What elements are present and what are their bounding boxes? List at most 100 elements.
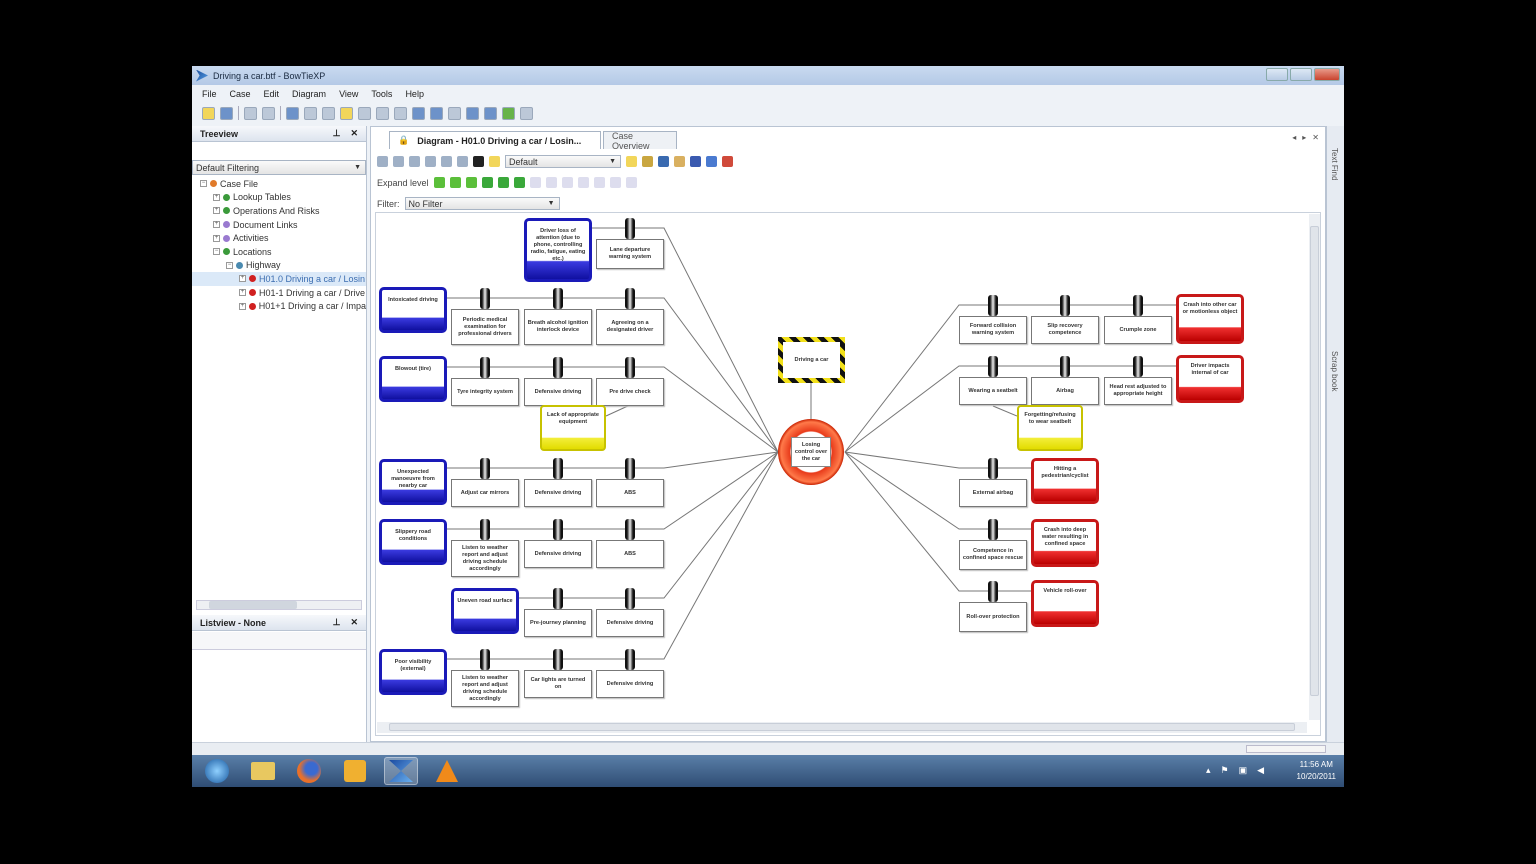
close-button[interactable] (1314, 68, 1340, 81)
menu-help[interactable]: Help (405, 89, 424, 99)
barrier-node[interactable]: Car lights are turned on (524, 670, 592, 698)
zoom-fit-icon[interactable] (409, 156, 420, 167)
expand-level-2-icon[interactable] (449, 177, 461, 188)
diagram-view-icon[interactable] (412, 106, 425, 120)
outlook-taskbar-icon[interactable] (338, 757, 372, 785)
menu-file[interactable]: File (202, 89, 217, 99)
escalation-factor-node[interactable]: Lack of appropriate equipment (540, 405, 606, 451)
bowtie-icon[interactable] (473, 156, 484, 167)
barrier-node[interactable]: ABS (596, 479, 664, 507)
clipboard-icon[interactable] (674, 156, 685, 167)
vlc-taskbar-icon[interactable] (430, 757, 464, 785)
tab-scroll-left-icon[interactable]: ◂ (1292, 133, 1297, 142)
zoom-100-icon[interactable] (441, 156, 452, 167)
arrow-up-icon[interactable] (561, 177, 573, 188)
barrier-node[interactable]: Listen to weather report and adjust driv… (451, 540, 519, 577)
tab-diagram[interactable]: 🔒Diagram - H01.0 Driving a car / Losin..… (389, 131, 601, 149)
barrier-node[interactable]: Breath alcohol ignition interlock device (524, 309, 592, 345)
threat-node[interactable]: Driver loss of attention (due to phone, … (524, 218, 592, 282)
tree-item[interactable]: −Case File (192, 177, 366, 191)
tree-icon[interactable] (502, 106, 515, 120)
barrier-node[interactable]: Crumple zone (1104, 316, 1172, 344)
comment-icon[interactable] (489, 156, 500, 167)
menu-edit[interactable]: Edit (263, 89, 280, 99)
expand-level-4-icon[interactable] (481, 177, 493, 188)
forward-icon[interactable] (322, 106, 335, 120)
escalation-factor-node[interactable]: Forgetting/refusing to wear seatbelt (1017, 405, 1083, 451)
print-icon[interactable] (448, 106, 461, 120)
barrier-node[interactable]: Periodic medical examination for profess… (451, 309, 519, 345)
barrier-node[interactable]: Competence in confined space rescue (959, 540, 1027, 570)
save-icon[interactable] (220, 106, 233, 120)
zoom-out-icon[interactable] (393, 156, 404, 167)
expand-icon[interactable]: + (239, 289, 246, 297)
start-button[interactable] (200, 757, 234, 785)
redo-icon[interactable] (262, 106, 275, 120)
barrier-node[interactable]: Head rest adjusted to appropriate height (1104, 377, 1172, 405)
expand-level-5-icon[interactable] (497, 177, 509, 188)
menu-diagram[interactable]: Diagram (292, 89, 327, 99)
barrier-node[interactable]: Defensive driving (524, 540, 592, 568)
consequence-node[interactable]: Vehicle roll-over (1031, 580, 1099, 627)
barrier-node[interactable]: Wearing a seatbelt (959, 377, 1027, 405)
pin-icon[interactable]: ⊥ (332, 617, 341, 627)
barrier-node[interactable]: Forward collision warning system (959, 316, 1027, 344)
paste-icon[interactable] (376, 106, 389, 120)
barrier-node[interactable]: ABS (596, 540, 664, 568)
consequence-node[interactable]: Driver impacts internal of car (1176, 355, 1244, 403)
expand-all-icon[interactable] (513, 177, 525, 188)
chart-edit-icon[interactable] (642, 156, 653, 167)
barrier-node[interactable]: Defensive driving (596, 609, 664, 637)
tree-item[interactable]: −Highway (192, 259, 366, 273)
align-icon[interactable] (593, 177, 605, 188)
barrier-node[interactable]: Airbag (1031, 377, 1099, 405)
barrier-node[interactable]: Listen to weather report and adjust driv… (451, 670, 519, 707)
flag-icon[interactable]: ⚑ (1220, 765, 1229, 775)
tree-item[interactable]: +Activities (192, 231, 366, 245)
expand-level-1-icon[interactable] (433, 177, 445, 188)
tree-item[interactable]: +H01-1 Driving a car / Drive (192, 286, 366, 300)
align3-icon[interactable] (625, 177, 637, 188)
report-icon[interactable] (520, 106, 533, 120)
expand-icon[interactable]: − (213, 248, 220, 256)
menu-view[interactable]: View (339, 89, 359, 99)
tab-case-overview[interactable]: Case Overview (603, 131, 677, 151)
barrier-node[interactable]: Defensive driving (596, 670, 664, 698)
arrow-right-icon[interactable] (545, 177, 557, 188)
barrier-node[interactable]: Defensive driving (524, 378, 592, 406)
menu-tools[interactable]: Tools (371, 89, 393, 99)
threat-node[interactable]: Blowout (tire) (379, 356, 447, 402)
explorer-taskbar-icon[interactable] (246, 757, 280, 785)
barrier-node[interactable]: Defensive driving (524, 479, 592, 507)
zoom-in-icon[interactable] (377, 156, 388, 167)
filtering-dropdown[interactable]: Default Filtering▼ (192, 160, 366, 175)
network-icon[interactable]: ▣ (1238, 765, 1248, 775)
bowtiexp-taskbar-icon[interactable] (384, 757, 418, 785)
close-panel-icon[interactable]: ✕ (350, 617, 358, 627)
tree-item[interactable]: +H01+1 Driving a car / Impa (192, 299, 366, 313)
comment-icon[interactable] (340, 106, 353, 120)
copy-icon[interactable] (358, 106, 371, 120)
consequence-node[interactable]: Crash into deep water resulting in confi… (1031, 519, 1099, 567)
grid-icon[interactable] (466, 106, 479, 120)
diagram-vertical-scrollbar[interactable] (1309, 214, 1320, 720)
pin-icon[interactable]: ⊥ (332, 128, 341, 138)
expand-icon[interactable]: − (226, 261, 233, 269)
columns-icon[interactable] (658, 156, 669, 167)
expand-icon[interactable]: + (213, 221, 220, 229)
firefox-taskbar-icon[interactable] (292, 757, 326, 785)
menu-case[interactable]: Case (229, 89, 251, 99)
zoom-width-icon[interactable] (425, 156, 436, 167)
barrier-node[interactable]: Slip recovery competence (1031, 316, 1099, 344)
export-icon[interactable] (286, 106, 299, 120)
threat-node[interactable]: Uneven road surface (451, 588, 519, 634)
expand-icon[interactable]: + (239, 302, 246, 310)
expand-level-3-icon[interactable] (465, 177, 477, 188)
top-event-node[interactable]: Losing control over the car (778, 419, 844, 485)
arrow-left-icon[interactable] (529, 177, 541, 188)
expand-icon[interactable]: + (213, 234, 220, 242)
tree-item[interactable]: +Document Links (192, 218, 366, 232)
tree-item[interactable]: +H01.0 Driving a car / Losin (192, 272, 366, 286)
close-panel-icon[interactable]: ✕ (350, 128, 358, 138)
